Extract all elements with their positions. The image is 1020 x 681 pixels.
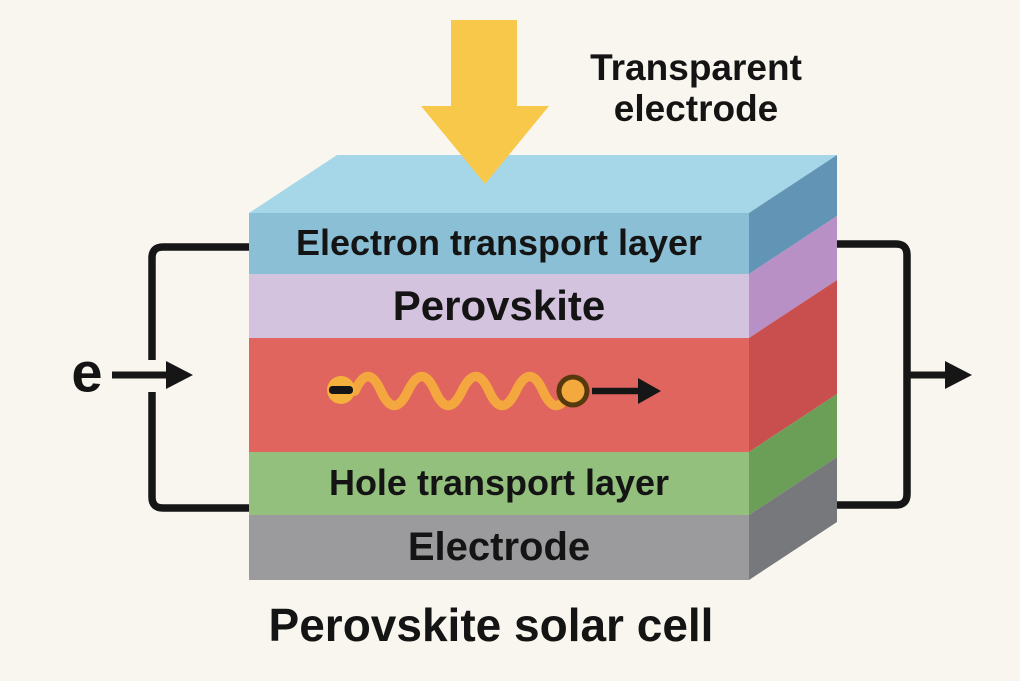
absorber-layer-side <box>749 280 837 452</box>
hole-transport-layer-front <box>249 452 749 515</box>
electrode-layer-front <box>249 515 749 580</box>
electron-transport-layer-label: Electron transport layer <box>295 222 703 264</box>
left-wire-lower <box>148 392 249 512</box>
carrier-arrow-head-icon <box>638 378 661 404</box>
electron-transport-layer-front <box>249 213 749 274</box>
hole-transport-layer-side <box>749 394 837 515</box>
electrode-layer-label: Electrode <box>407 525 591 569</box>
photon-wave-icon <box>350 371 575 411</box>
left-wire-upper <box>148 243 249 360</box>
transparent-electrode-label-line1: Transparent <box>590 47 802 88</box>
current-out-arrow-head-icon <box>945 361 972 389</box>
absorber-layer-front <box>249 338 749 452</box>
transparent-electrode-top-face <box>249 155 837 213</box>
electrode-layer-side <box>749 457 837 580</box>
transparent-electrode-label-line2: electrode <box>613 88 779 129</box>
minus-icon <box>329 386 353 394</box>
perovskite-layer-side <box>749 216 837 338</box>
electron-in-arrow-head-icon <box>166 361 193 389</box>
perovskite-layer-label: Perovskite <box>392 281 606 329</box>
hole-dot-icon <box>561 379 585 403</box>
transparent-electrode-label: Transparent electrode <box>590 47 802 129</box>
electron-transport-layer-side <box>749 155 837 274</box>
electron-symbol-label: e <box>71 340 103 404</box>
diagram-title: Perovskite solar cell <box>268 598 714 651</box>
light-down-arrow-icon <box>421 20 549 184</box>
perovskite-layer-front <box>249 274 749 338</box>
hole-transport-layer-label: Hole transport layer <box>328 462 670 504</box>
